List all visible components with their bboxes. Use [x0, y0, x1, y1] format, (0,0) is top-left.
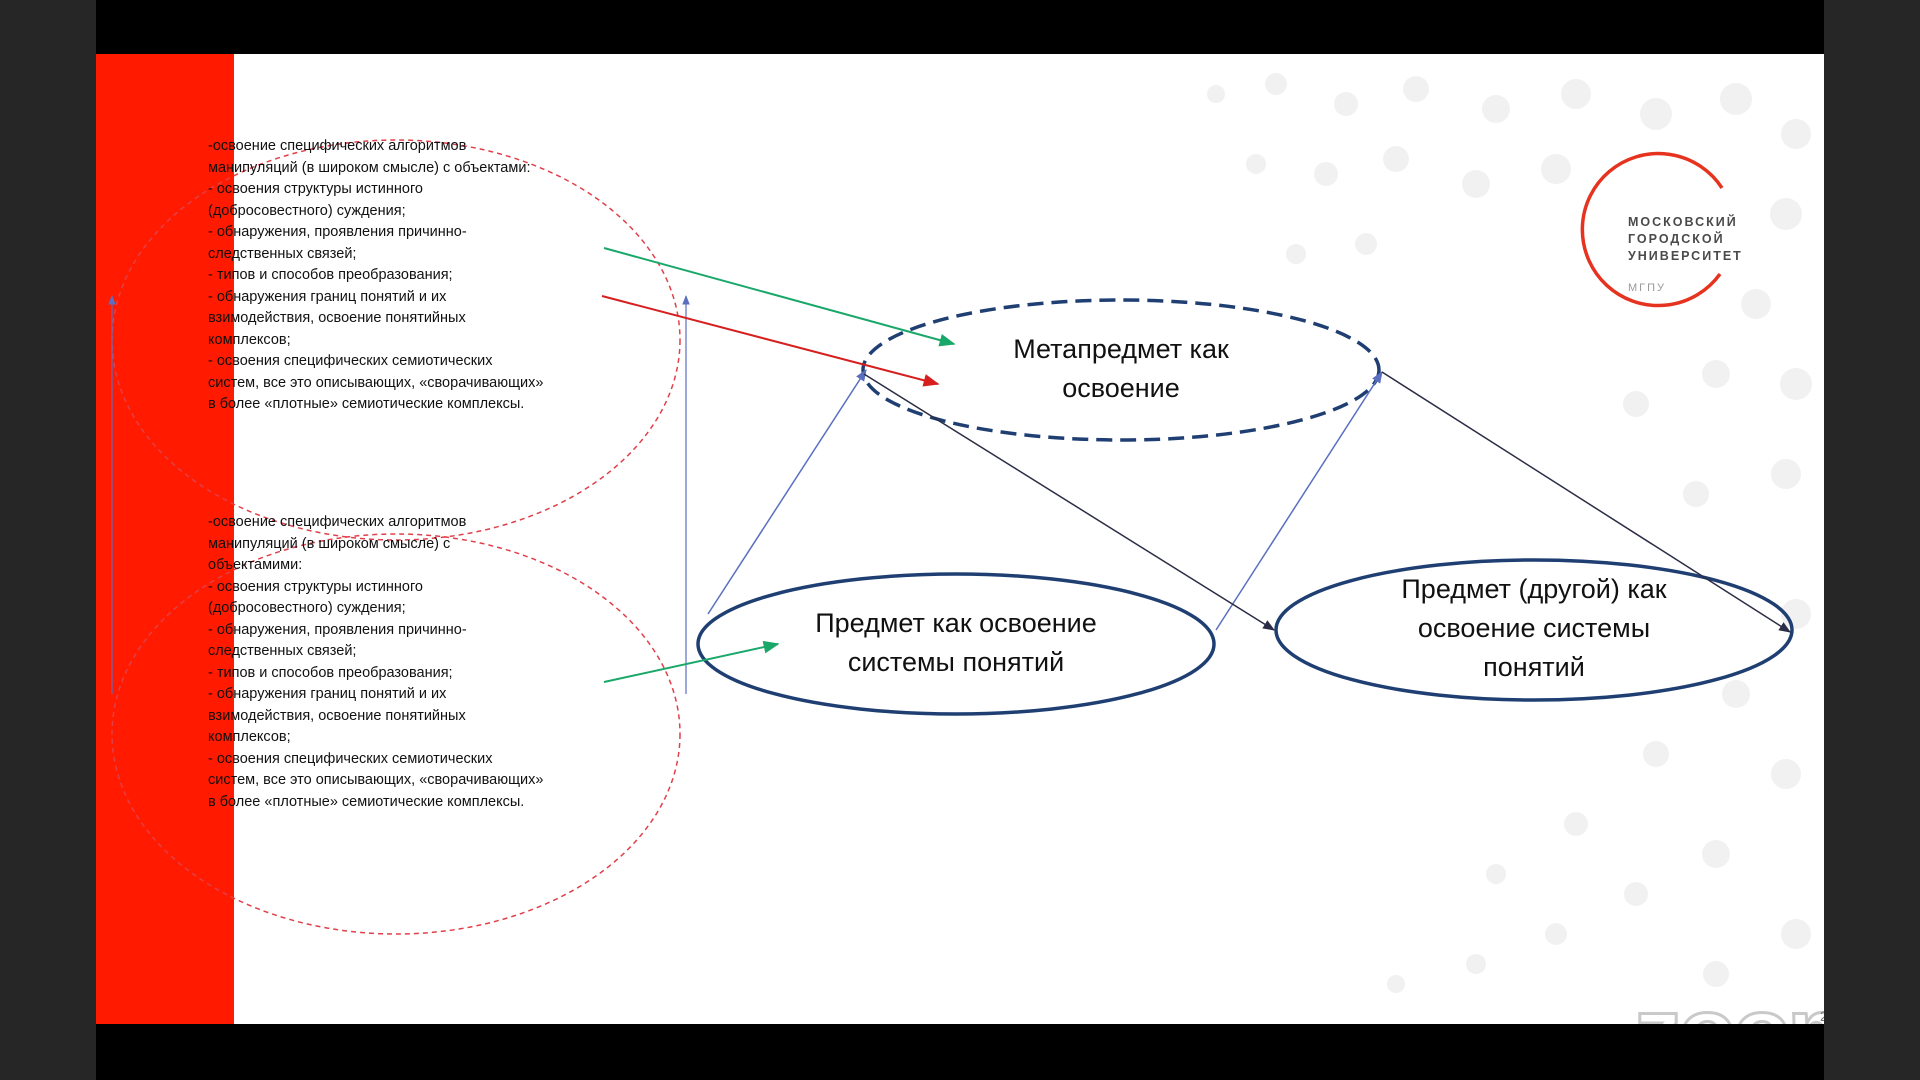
node-other-subject-label: Предмет (другой) как освоение системы по…: [1401, 574, 1667, 682]
dark-arrow-meta-to-other: [863, 373, 1276, 631]
logo-text: МОСКОВСКИЙ ГОРОДСКОЙ УНИВЕРСИТЕТ: [1628, 215, 1743, 263]
blue-arrow-subject-to-meta-right: [1215, 370, 1383, 631]
video-letterbox-bottom: [96, 1024, 1824, 1080]
concept-diagram: [108, 73, 1812, 993]
blue-arrow-subject-to-meta: [707, 368, 867, 615]
video-letterbox-top: [96, 0, 1824, 54]
dashed-ellipse-bottom: [111, 533, 681, 935]
slide-page-number: 2: [1820, 1008, 1824, 1024]
green-arrow-to-subject: [603, 640, 780, 683]
ellipse-top-text: -освоение специфических алгоритмов манип…: [208, 138, 544, 412]
ellipse-bottom-text: -освоение специфических алгоритмов манип…: [208, 514, 544, 810]
logo-abbreviation: МГПУ: [1628, 282, 1667, 294]
zoom-watermark: zoom: [1633, 982, 1824, 1024]
red-side-bar: [96, 54, 234, 1024]
dark-arrow-meta-to-right: [1381, 371, 1792, 633]
green-arrow-to-meta: [603, 247, 956, 347]
node-other-subject-ellipse: [1274, 558, 1794, 702]
node-subject-label: Предмет как освоение системы понятий: [815, 608, 1097, 677]
node-metasubject-label: Метапредмет как освоение: [1013, 334, 1229, 403]
university-logo: МОСКОВСКИЙ ГОРОДСКОЙ УНИВЕРСИТЕТ МГПУ: [1570, 146, 1770, 316]
node-subject-ellipse: [696, 572, 1216, 716]
presentation-slide: -освоение специфических алгоритмов манип…: [96, 54, 1824, 1024]
red-arrow-to-meta: [601, 295, 940, 387]
logo-circle-icon: [1580, 151, 1724, 308]
dotted-background-pattern: [1207, 73, 1812, 993]
